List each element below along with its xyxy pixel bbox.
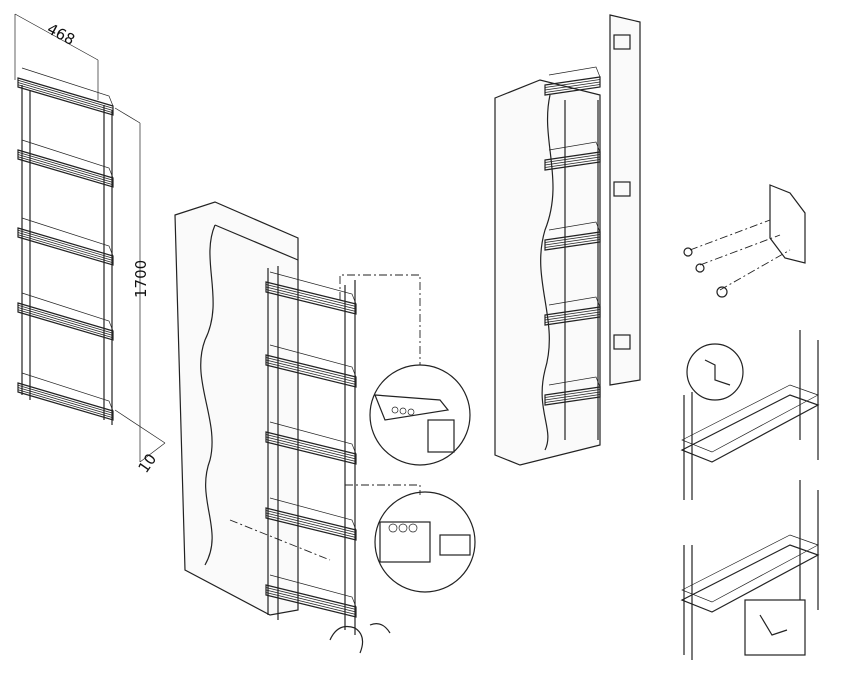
screw-icon bbox=[683, 247, 693, 257]
shelf-basket bbox=[265, 431, 357, 465]
left-rack-view bbox=[14, 13, 166, 463]
shelf-basket bbox=[544, 76, 601, 96]
detail-leader bbox=[339, 274, 421, 365]
shelf-basket bbox=[17, 77, 114, 116]
door-bracket bbox=[613, 181, 631, 197]
detail-inset bbox=[744, 599, 806, 656]
shelf-basket bbox=[544, 386, 601, 406]
dimension-line bbox=[114, 409, 166, 444]
height-dimension-label: 1700 bbox=[132, 260, 150, 298]
dimension-line bbox=[114, 107, 141, 124]
hardware-details bbox=[680, 184, 820, 660]
dimension-line bbox=[139, 442, 166, 463]
detail-circle-mounting bbox=[374, 491, 476, 593]
door-bracket bbox=[613, 334, 631, 350]
shelf-basket bbox=[265, 507, 357, 541]
shelf-basket bbox=[544, 151, 601, 171]
shelf-basket bbox=[17, 382, 114, 421]
shelf-basket bbox=[544, 306, 601, 326]
screw-icon bbox=[716, 286, 728, 298]
dimension-line bbox=[14, 13, 99, 61]
offset-dimension-label: 10 bbox=[135, 450, 161, 476]
detail-circle-handle bbox=[686, 343, 744, 401]
detail-leader bbox=[345, 484, 421, 495]
door-bracket bbox=[613, 34, 631, 50]
cabinet-door-view bbox=[494, 14, 641, 466]
shelf-basket bbox=[265, 354, 357, 388]
lock-mechanism bbox=[427, 419, 455, 453]
shelf-basket bbox=[265, 281, 357, 315]
shelf-basket bbox=[17, 227, 114, 266]
cabinet-door bbox=[609, 14, 641, 386]
shelf-basket bbox=[17, 149, 114, 188]
shelf-basket bbox=[17, 302, 114, 341]
cabinet-with-pullout-view bbox=[174, 201, 476, 654]
shelf-basket bbox=[544, 231, 601, 251]
shelf-basket bbox=[265, 584, 357, 618]
screw-icon bbox=[695, 263, 705, 273]
cabinet-side-panel bbox=[494, 79, 601, 466]
width-dimension-label: 468 bbox=[44, 20, 78, 49]
bracket-exploded bbox=[769, 184, 806, 264]
cabinet-body bbox=[174, 201, 299, 616]
detail-circle-slide-lock bbox=[369, 364, 471, 466]
